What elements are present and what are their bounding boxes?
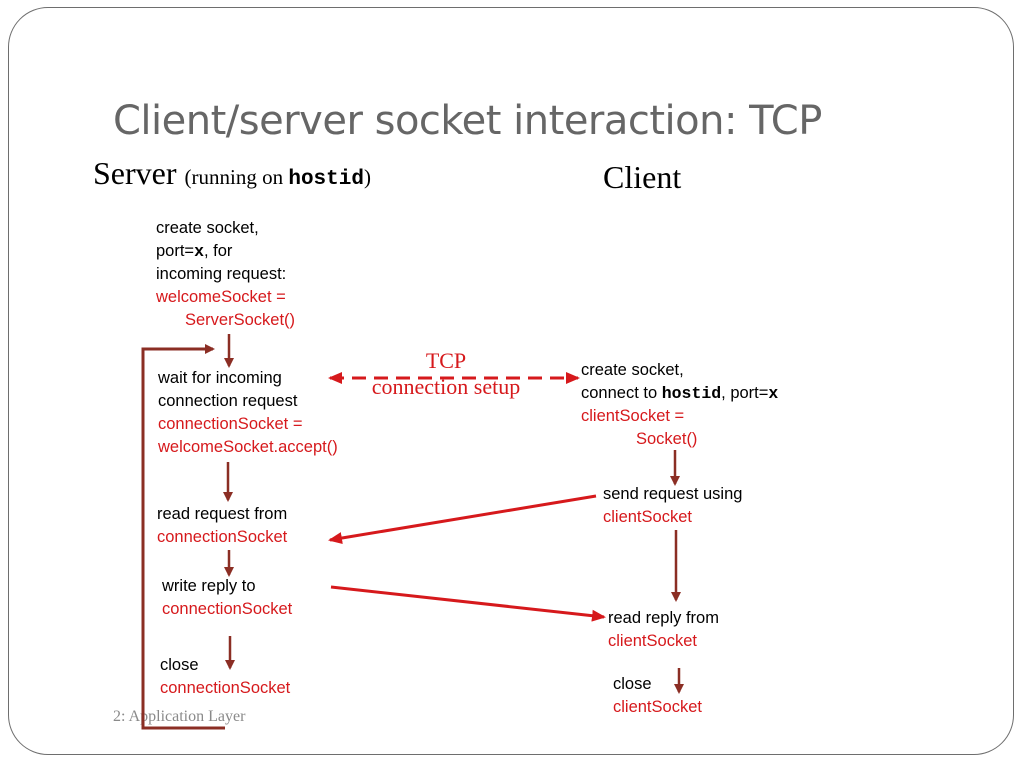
server-write-code1: connectionSocket	[162, 600, 293, 618]
client-read-step: read reply from clientSocket	[608, 607, 719, 653]
client-send-code1: clientSocket	[603, 508, 692, 526]
server-close-step: close connectionSocket	[160, 654, 290, 700]
client-create-line2: connect to hostid, port=x	[581, 384, 779, 403]
server-heading: Server (running on hostid)	[93, 155, 371, 192]
tcp-setup-line1: TCP	[425, 348, 467, 373]
server-create-code1: welcomeSocket =	[156, 288, 286, 306]
client-create-socket-step: create socket, connect to hostid, port=x…	[581, 359, 778, 451]
server-close-line1: close	[160, 656, 199, 674]
reply-arrow	[330, 585, 606, 622]
client-send-line1: send request using	[603, 485, 743, 503]
client-send-step: send request using clientSocket	[603, 483, 742, 529]
server-heading-main: Server	[93, 155, 177, 191]
client-create-code1: clientSocket =	[581, 407, 685, 425]
server-create-code2: ServerSocket()	[185, 311, 296, 329]
server-wait-step: wait for incoming connection request con…	[158, 367, 338, 459]
server-read-code1: connectionSocket	[157, 528, 288, 546]
client-read-line1: read reply from	[608, 609, 719, 627]
client-close-step: close clientSocket	[613, 673, 702, 719]
server-heading-sub: (running on hostid)	[184, 165, 371, 191]
client-create-code2: Socket()	[636, 430, 698, 448]
server-create-socket-step: create socket, port=x, for incoming requ…	[156, 217, 295, 332]
server-hostid: hostid	[288, 168, 364, 191]
request-arrow	[328, 494, 597, 544]
server-wait-line1: wait for incoming	[158, 369, 282, 387]
server-wait-code2: welcomeSocket.accept()	[158, 438, 338, 456]
server-create-line1: create socket,	[156, 219, 259, 237]
client-read-code1: clientSocket	[608, 632, 697, 650]
slide-frame	[8, 7, 1014, 755]
client-close-code1: clientSocket	[613, 698, 702, 716]
client-close-line1: close	[613, 675, 652, 693]
server-wait-line2: connection request	[158, 392, 298, 410]
server-create-line3: incoming request:	[156, 265, 287, 283]
client-create-line1: create socket,	[581, 361, 684, 379]
server-write-step: write reply to connectionSocket	[162, 575, 292, 621]
server-create-line2: port=x, for	[156, 242, 233, 261]
server-read-line1: read request from	[157, 505, 288, 523]
server-loop-arrow	[141, 344, 225, 730]
slide-title: Client/server socket interaction: TCP	[113, 98, 822, 144]
server-read-step: read request from connectionSocket	[157, 503, 287, 549]
server-wait-code1: connectionSocket =	[158, 415, 303, 433]
client-heading: Client	[603, 159, 682, 195]
server-write-line1: write reply to	[162, 577, 256, 595]
footer-label: 2: Application Layer	[113, 708, 246, 725]
server-close-code1: connectionSocket	[160, 679, 291, 697]
